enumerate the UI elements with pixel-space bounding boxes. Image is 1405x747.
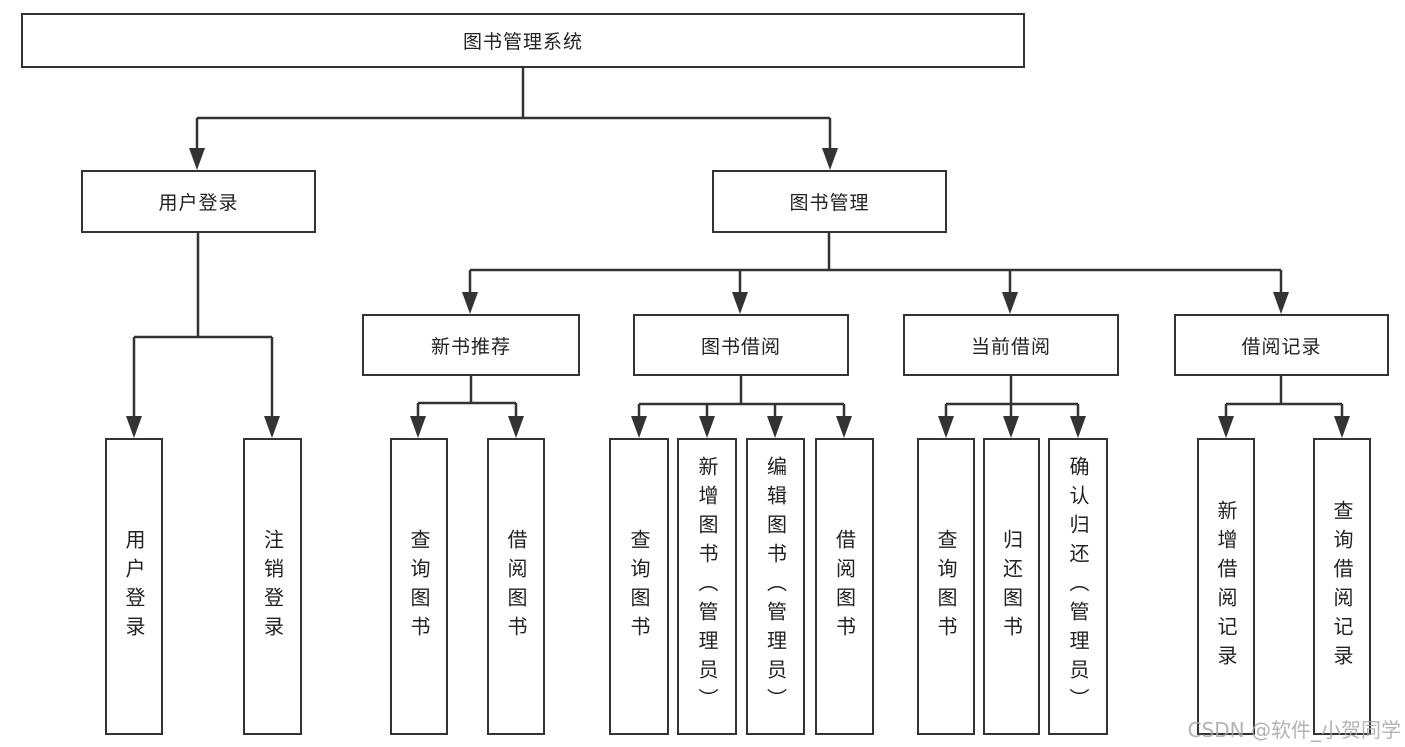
node-user-login: 用户登录 — [81, 170, 316, 233]
node-label: 查询图书 — [407, 528, 431, 645]
connector-book-management — [462, 233, 1289, 314]
node-label: 查询图书 — [934, 528, 958, 645]
node-label: 新增借阅记录 — [1214, 499, 1238, 674]
node-label: 借阅图书 — [504, 528, 528, 645]
connector-new-book — [410, 376, 524, 438]
node-library-system: 图书管理系统 — [21, 13, 1025, 68]
node-label: 图书借阅 — [700, 335, 781, 358]
node-query-books-recommend: 查询图书 — [390, 438, 448, 735]
node-new-book-recommend: 新书推荐 — [362, 314, 580, 376]
connector-book-borrow — [631, 376, 852, 438]
node-query-books-borrow: 查询图书 — [609, 438, 669, 735]
node-label: 借阅图书 — [832, 528, 857, 645]
node-label: 用户登录 — [158, 192, 239, 214]
connector-current-borrow — [938, 376, 1086, 438]
node-label: 查询借阅记录 — [1330, 499, 1354, 674]
node-label: 编辑图书（管理员） — [763, 456, 788, 717]
node-add-borrow-record: 新增借阅记录 — [1197, 438, 1255, 735]
node-edit-books-admin: 编辑图书（管理员） — [746, 438, 805, 735]
node-query-books-current: 查询图书 — [917, 438, 975, 735]
node-add-books-admin: 新增图书（管理员） — [677, 438, 737, 735]
node-return-books: 归还图书 — [983, 438, 1040, 735]
node-label: 借阅记录 — [1241, 335, 1322, 358]
node-book-borrow: 图书借阅 — [633, 314, 849, 376]
connector-root — [189, 68, 838, 170]
node-label: 查询图书 — [627, 528, 651, 645]
node-label: 图书管理系统 — [462, 31, 583, 53]
node-logout-action: 注销登录 — [243, 438, 302, 735]
node-borrow-records: 借阅记录 — [1174, 314, 1389, 376]
node-confirm-return-admin: 确认归还（管理员） — [1048, 438, 1108, 735]
connector-user-login — [126, 233, 280, 438]
connector-borrow-records — [1218, 376, 1350, 438]
node-label: 新书推荐 — [430, 335, 511, 358]
csdn-watermark: CSDN @软件_小贺同学 — [1187, 718, 1401, 742]
node-book-management: 图书管理 — [712, 170, 947, 233]
node-query-borrow-record: 查询借阅记录 — [1313, 438, 1371, 735]
node-borrow-books-action: 借阅图书 — [815, 438, 874, 735]
node-label: 用户登录 — [122, 528, 146, 645]
node-user-login-action: 用户登录 — [105, 438, 163, 735]
node-label: 注销登录 — [260, 528, 285, 645]
node-label: 新增图书（管理员） — [695, 456, 719, 717]
node-current-borrow: 当前借阅 — [903, 314, 1119, 376]
node-borrow-books-recommend: 借阅图书 — [487, 438, 545, 735]
node-label: 确认归还（管理员） — [1066, 456, 1090, 717]
node-label: 归还图书 — [999, 528, 1024, 645]
node-label: 图书管理 — [789, 192, 870, 214]
node-label: 当前借阅 — [970, 335, 1051, 358]
